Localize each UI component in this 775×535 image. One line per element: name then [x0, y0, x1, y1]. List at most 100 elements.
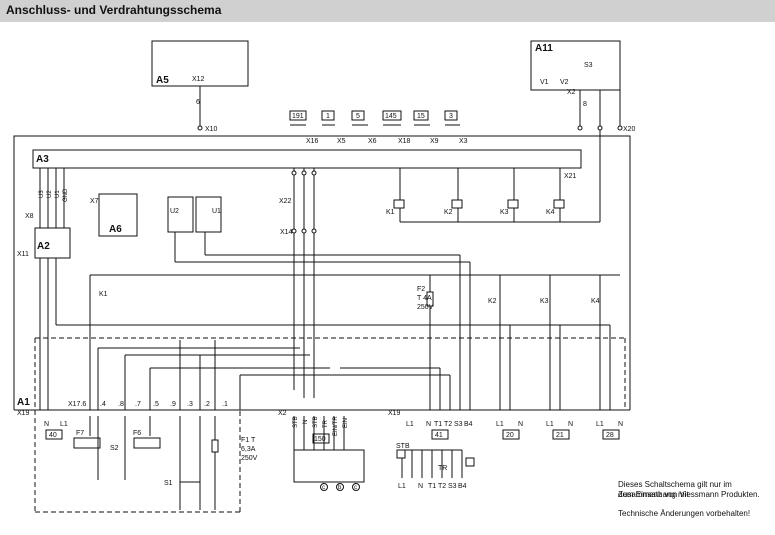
a3-pin-u3: U3: [39, 190, 45, 198]
x17-pin-1: .1: [222, 401, 228, 408]
circle-mark-c2: c: [354, 485, 357, 491]
header-bar: Anschluss- und Verdrahtungsschema: [0, 0, 775, 22]
module-a6-box: [98, 193, 138, 237]
module-a5-label: A5: [156, 75, 169, 86]
x19-pin-l1: L1: [406, 421, 414, 428]
out-label-l1-21: L1: [546, 421, 554, 428]
a11-v1-label: V1: [540, 79, 549, 86]
connector-x2-top-label: X2: [567, 89, 576, 96]
x17-pin-2: .2: [204, 401, 210, 408]
circle-mark-b: b: [338, 485, 342, 491]
x17-pin-5: .5: [153, 401, 159, 408]
out-label-n: N: [44, 421, 49, 428]
module-a3-box: [32, 149, 582, 169]
fuse-f1-voltage: 250V: [241, 455, 258, 462]
plug-3: 3: [449, 113, 453, 120]
relay-k4: K4: [546, 209, 555, 216]
bottom-plug-tr: TR: [438, 465, 447, 472]
plug-5: 5: [356, 113, 360, 120]
x17-pin-6: X17.6: [68, 401, 86, 408]
note-line-2: dem Einsatz von Viessmann Produkten.: [618, 490, 760, 499]
out-label-n-28: N: [618, 421, 623, 428]
terminal-block-41: 41: [435, 432, 443, 439]
connector-x16-label: X16: [306, 138, 319, 145]
x2-pin-ein-tr: EIN/TR: [333, 416, 339, 436]
relay-k1: K1: [386, 209, 395, 216]
wire-number-6: 6: [196, 99, 200, 106]
fuse-f1-rating: 6,3A: [241, 446, 256, 453]
x19-pin-b4: B4: [464, 421, 473, 428]
plug-1: 1: [326, 113, 330, 120]
connector-x5-label: X5: [337, 138, 346, 145]
circle-mark-c1: c: [322, 485, 325, 491]
connector-x9-label: X9: [430, 138, 439, 145]
connector-x18-label: X18: [398, 138, 411, 145]
x2-pin-n: N: [303, 420, 309, 424]
x19-pin-t2: T2: [444, 421, 452, 428]
connector-x12-label: X12: [192, 76, 205, 83]
bottom-plug-pin-t1: T1: [428, 483, 436, 490]
note-line-3: Technische Änderungen vorbehalten!: [618, 509, 751, 518]
a3-pin-u1: U1: [55, 190, 61, 198]
terminal-block-21: 21: [556, 432, 564, 439]
fuse-f2-name: F2: [417, 286, 425, 293]
x2-pin-ein: EIN: [343, 418, 349, 428]
bottom-plug-pin-s3: S3: [448, 483, 457, 490]
bottom-plug-pin-t2: T2: [438, 483, 446, 490]
bottom-plug-pin-b4: B4: [458, 483, 467, 490]
x19-pin-s3: S3: [454, 421, 463, 428]
terminal-block-28: 28: [606, 432, 614, 439]
module-a11-box: [530, 40, 621, 91]
x19-pin-t1: T1: [434, 421, 442, 428]
fuse-f2-voltage: 250V: [417, 304, 434, 311]
bottom-plug-pin-l1: L1: [398, 483, 406, 490]
bottom-plug-stb: STB: [396, 443, 410, 450]
optocoupler-u2: U2: [170, 208, 179, 215]
a11-v2-label: V2: [560, 79, 569, 86]
connector-x14-label: X14: [280, 229, 293, 236]
x2-pin-stb: STB: [293, 416, 299, 428]
connector-x10-label: X10: [205, 126, 218, 133]
a3-pin-gnd: GND: [63, 188, 69, 202]
plug-145: 145: [385, 113, 397, 120]
note-line-1: Dieses Schaltschema gilt nur im Zusammen…: [618, 480, 732, 499]
x2-pin-stb2: STB: [313, 416, 319, 428]
fuse-f1-name: F1 T: [241, 437, 256, 444]
plug-15: 15: [417, 113, 425, 120]
module-a1-label: A1: [17, 397, 30, 408]
out-label-l1-28: L1: [596, 421, 604, 428]
x17-pin-9: .9: [170, 401, 176, 408]
page-title: Anschluss- und Verdrahtungsschema: [6, 3, 222, 17]
module-a2-box: [34, 227, 71, 259]
connector-x19-label: X19: [17, 410, 30, 417]
out-label-n-21: N: [568, 421, 573, 428]
optocoupler-u1: U1: [212, 208, 221, 215]
optocoupler-u1-box: [195, 196, 222, 233]
connector-x2-label: X2: [278, 410, 287, 417]
switch-s1: S1: [164, 480, 173, 487]
out-label-l1-20: L1: [496, 421, 504, 428]
connector-x3-label: X3: [459, 138, 468, 145]
connector-x19b-label: X19: [388, 410, 401, 417]
switch-f6: F6: [133, 430, 141, 437]
switch-f7: F7: [76, 430, 84, 437]
x17-pin-8: .8: [118, 401, 124, 408]
connector-x8-label: X8: [25, 213, 34, 220]
relay-k3: K3: [500, 209, 509, 216]
connector-x11-label: X11: [17, 251, 29, 258]
a11-s3-label: S3: [584, 62, 593, 69]
fuse-f2-rating: T 4A: [417, 295, 432, 302]
contact-k4: K4: [591, 298, 600, 305]
relay-k2: K2: [444, 209, 453, 216]
module-a3-label: A3: [36, 154, 49, 165]
bottom-plug-pin-n: N: [418, 483, 423, 490]
x17-pin-4: .4: [100, 401, 106, 408]
contact-k2: K2: [488, 298, 497, 305]
connector-x6-label: X6: [368, 138, 377, 145]
switch-s2: S2: [110, 445, 119, 452]
x2-pin-tr: TR: [323, 419, 329, 428]
wire-number-8: 8: [583, 101, 587, 108]
x17-pin-3: .3: [187, 401, 193, 408]
connector-x21-label: X21: [564, 173, 577, 180]
